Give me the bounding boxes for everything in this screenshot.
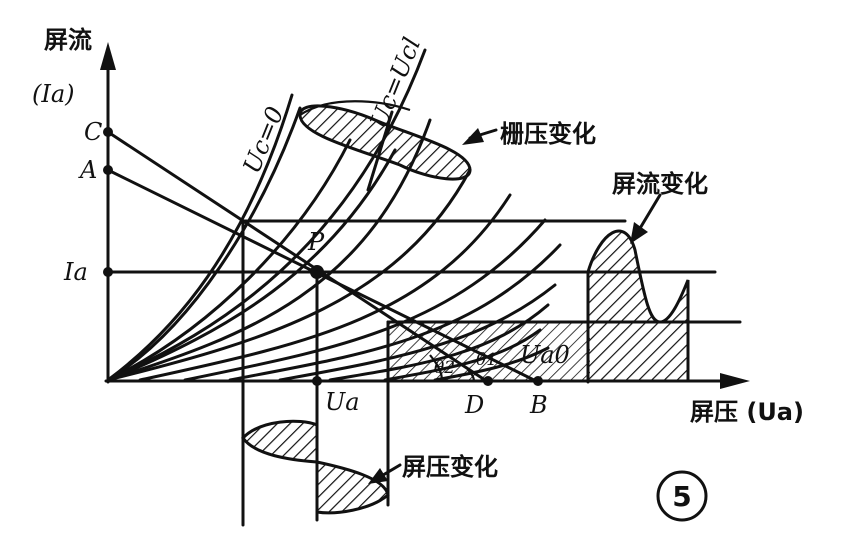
label-B: B bbox=[529, 391, 548, 419]
load-line-CD bbox=[106, 130, 490, 384]
curve-label-uc0: Uc=0 bbox=[238, 103, 290, 178]
plate-current-waveform bbox=[586, 229, 690, 384]
label-theta2: θ2 bbox=[434, 358, 455, 378]
y-axis-symbol: (Ia) bbox=[32, 80, 75, 108]
point-A-marker bbox=[103, 165, 113, 175]
plate-voltage-waveform bbox=[241, 419, 390, 515]
label-A: A bbox=[78, 156, 97, 184]
label-P: P bbox=[307, 228, 325, 256]
point-Ia-marker bbox=[103, 267, 113, 277]
point-C-marker bbox=[103, 127, 113, 137]
label-C: C bbox=[84, 118, 102, 146]
grid-voltage-waveform bbox=[298, 100, 472, 192]
x-axis-title: 屏压 (Ua) bbox=[690, 398, 804, 426]
load-line-AB bbox=[106, 168, 540, 384]
label-Ua: Ua bbox=[325, 388, 360, 416]
grid-voltage-change-label: 栅压变化 bbox=[500, 120, 596, 148]
plate-voltage-change-label: 屏压变化 bbox=[402, 453, 498, 481]
y-axis-arrow-icon bbox=[100, 42, 116, 70]
x-axis-arrow-icon bbox=[720, 373, 750, 389]
label-Ia: Ia bbox=[63, 258, 88, 286]
y-axis-title: 屏流 bbox=[44, 26, 92, 54]
figure-number: 5 bbox=[672, 480, 691, 513]
theta2-arc bbox=[429, 354, 444, 382]
voltage-change-arrow-icon bbox=[368, 468, 388, 484]
label-D: D bbox=[464, 391, 484, 419]
current-change-arrow-icon bbox=[630, 222, 648, 244]
label-Ua0: Ua0 bbox=[520, 341, 570, 369]
curve-label-ucl: Uc=Ucl bbox=[365, 34, 427, 133]
figure-number-circle bbox=[656, 470, 708, 522]
label-theta1: θ1 bbox=[476, 350, 497, 370]
plate-current-change-label: 屏流变化 bbox=[612, 170, 708, 198]
point-B-marker bbox=[533, 376, 543, 386]
point-D-marker bbox=[483, 376, 493, 386]
theta1-arc bbox=[467, 369, 476, 382]
grid-change-arrow-icon bbox=[462, 128, 484, 145]
